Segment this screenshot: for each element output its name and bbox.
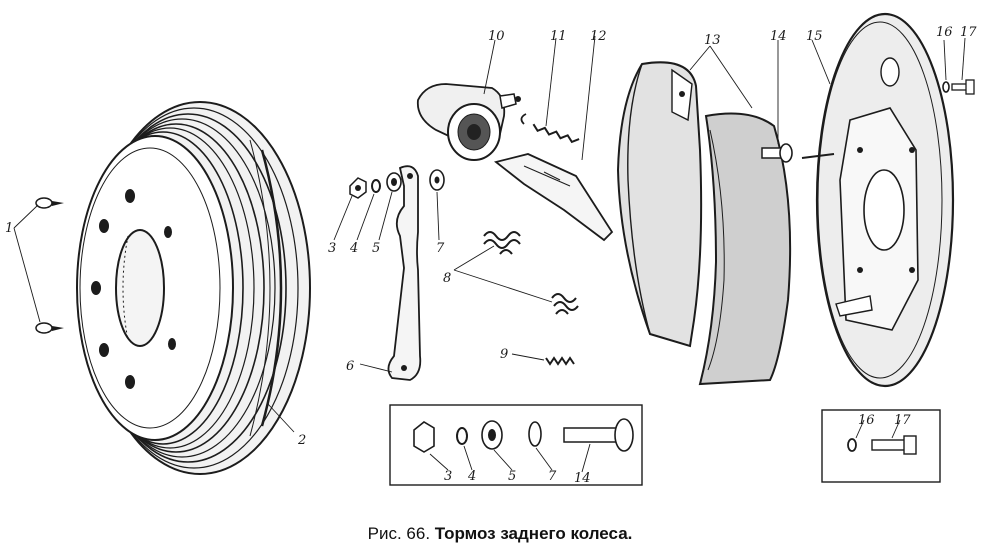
backing-plate-15 xyxy=(801,12,955,388)
inset-callout-3: 3 xyxy=(444,469,452,484)
callout-17: 17 xyxy=(960,25,977,40)
callout-3: 3 xyxy=(328,241,336,256)
callout-9: 9 xyxy=(500,347,508,362)
inset-callout-14: 14 xyxy=(574,471,591,486)
callout-1: 1 xyxy=(5,221,13,236)
brake-shoe-front xyxy=(616,61,703,348)
callout-13: 13 xyxy=(704,33,721,48)
callout-8: 8 xyxy=(443,271,451,286)
exploded-brake-drawing: 1 2 3 4 5 6 7 8 9 10 11 12 13 14 15 16 1… xyxy=(5,12,977,486)
inset-callout-5: 5 xyxy=(508,469,516,484)
anchor-pin-14 xyxy=(761,143,793,163)
inset-callout-16: 16 xyxy=(858,413,875,428)
callout-10: 10 xyxy=(488,29,505,44)
brake-shoe-rear xyxy=(698,112,792,386)
drum-screw-bottom xyxy=(35,322,64,334)
inset-callout-17: 17 xyxy=(894,413,911,428)
callout-4: 4 xyxy=(349,241,358,256)
figure-caption: Рис. 66. Тормоз заднего колеса. xyxy=(0,524,1000,544)
callout-2: 2 xyxy=(297,433,306,448)
return-spring-upper xyxy=(483,231,521,255)
small-spring-9 xyxy=(545,356,575,366)
callout-6: 6 xyxy=(346,359,354,374)
wheel-cylinder-10 xyxy=(416,83,521,161)
callout-5: 5 xyxy=(372,241,380,256)
adjuster-link-12 xyxy=(493,153,614,242)
inset-box-bolt xyxy=(821,409,941,483)
callout-16: 16 xyxy=(936,25,953,40)
return-spring-lower xyxy=(551,293,579,315)
washer-7 xyxy=(429,169,445,191)
brake-drum xyxy=(76,101,311,475)
adjuster-spring-11 xyxy=(520,113,580,144)
bolt-17 xyxy=(951,79,975,95)
nut-3 xyxy=(349,177,367,199)
bushing-5 xyxy=(386,172,402,192)
callout-14: 14 xyxy=(770,29,787,44)
caption-prefix: Рис. 66. xyxy=(367,524,431,543)
callout-12: 12 xyxy=(590,29,607,44)
leader-lines xyxy=(13,35,966,473)
washer-16 xyxy=(942,81,950,93)
inset-box-anchor-pin xyxy=(389,404,643,486)
anchor-plate-6 xyxy=(387,165,422,381)
lock-washer-4 xyxy=(371,179,381,193)
caption-title: Тормоз заднего колеса. xyxy=(434,524,633,543)
inset-callout-7: 7 xyxy=(548,469,557,484)
callout-11: 11 xyxy=(550,29,567,44)
callout-7: 7 xyxy=(436,241,445,256)
drum-screw-top xyxy=(35,197,64,209)
callout-15: 15 xyxy=(806,29,823,44)
inset-callout-4: 4 xyxy=(467,469,476,484)
